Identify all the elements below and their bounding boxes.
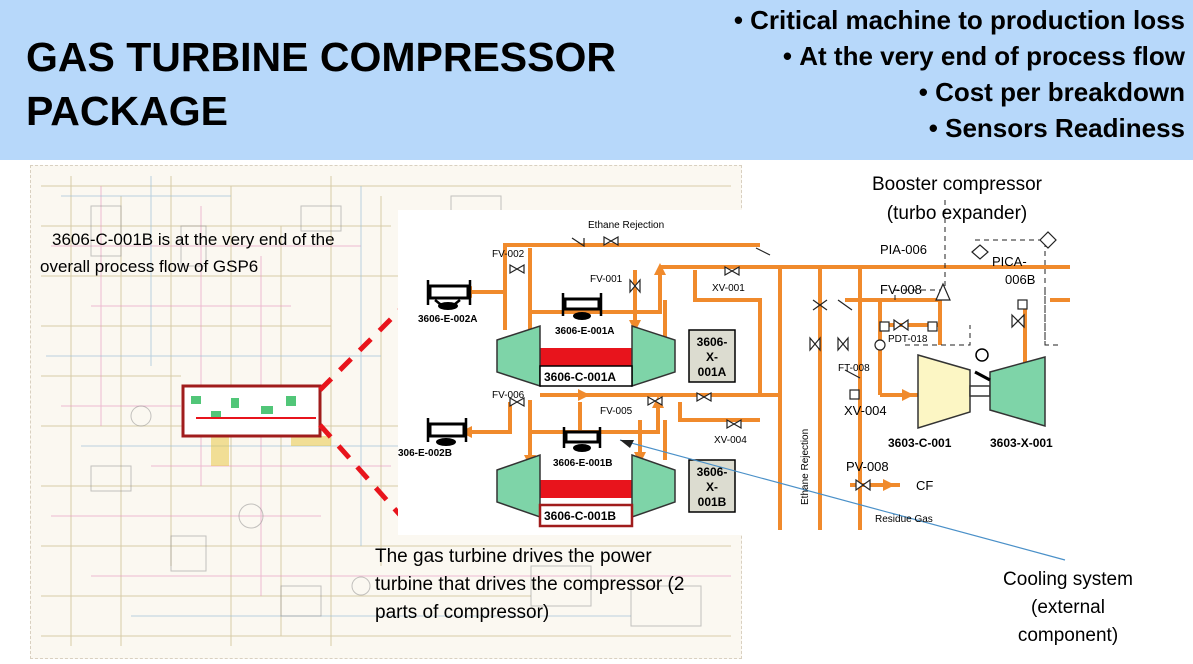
- label-e002a: 3606-E-002A: [418, 314, 477, 325]
- label-3603-x001: 3603-X-001: [990, 436, 1053, 450]
- label-cf: CF: [916, 478, 933, 493]
- key-point: At the very end of process flow: [734, 38, 1185, 74]
- header-banner: GAS TURBINE COMPRESSOR PACKAGE Critical …: [0, 0, 1193, 160]
- label-fv005: FV-005: [600, 406, 633, 417]
- label-x001b-line3: 001B: [698, 495, 727, 509]
- label-residue-gas: Residue Gas: [875, 514, 933, 525]
- label-e001a: 3606-E-001A: [555, 326, 614, 337]
- annotation-process-end-line2: overall process flow of GSP6: [40, 257, 258, 276]
- label-ethane-rejection: Ethane Rejection: [588, 220, 664, 231]
- instrument-signal-lines: [894, 200, 1060, 346]
- key-point: Critical machine to production loss: [734, 2, 1185, 38]
- annotation-cooling-line3: component): [1018, 625, 1118, 646]
- label-ethane-rejection-vertical: Ethane Rejection: [800, 429, 811, 505]
- valve-symbols: [509, 235, 1025, 492]
- cooler-e002b: [426, 418, 468, 446]
- cooling-leader-arrowhead: [620, 440, 634, 448]
- annotation-booster-line2: (turbo expander): [887, 203, 1027, 224]
- annotation-gas-turbine-line1: The gas turbine drives the power: [375, 546, 652, 567]
- cooler-e002a: [426, 280, 472, 310]
- label-fv002: FV-002: [492, 249, 525, 260]
- label-fv008: FV-008: [880, 282, 922, 297]
- annotation-gas-turbine-line2: turbine that drives the compressor (2: [375, 574, 684, 595]
- key-point: Cost per breakdown: [734, 74, 1185, 110]
- instrument-symbols: [849, 231, 1057, 400]
- page-title: GAS TURBINE COMPRESSOR PACKAGE: [26, 34, 616, 134]
- label-c001b: 3606-C-001B: [544, 509, 616, 523]
- cooling-leader-line: [619, 439, 1066, 561]
- annotation-cooling-line1: Cooling system: [1003, 569, 1133, 590]
- callout-line-lower: [318, 423, 402, 517]
- label-xv001: XV-001: [712, 283, 745, 294]
- label-pica006b-line1: PICA-: [992, 254, 1027, 269]
- check-valve-symbols: [571, 237, 861, 379]
- label-pv008: PV-008: [846, 459, 889, 474]
- cooler-e001b: [562, 427, 602, 452]
- label-pia006: PIA-006: [880, 242, 927, 257]
- label-x001a-line3: 001A: [698, 365, 727, 379]
- label-3603-c001: 3603-C-001: [888, 436, 952, 450]
- label-ft008: FT-008: [838, 363, 870, 374]
- label-fv001: FV-001: [590, 274, 623, 285]
- label-c001a: 3606-C-001A: [544, 370, 616, 384]
- overview-background-drawing: [41, 176, 731, 646]
- label-e002b: 306-E-002B: [398, 448, 452, 459]
- annotation-booster-line1: Booster compressor: [872, 174, 1043, 195]
- annotation-process-end-line1: 3606-C-001B is at the very end of the: [52, 230, 335, 249]
- compressor-train-a: [496, 324, 736, 388]
- highlighted-unit-box: [181, 384, 322, 438]
- label-pdt018: PDT-018: [888, 334, 928, 345]
- booster-compressor: [917, 348, 1046, 430]
- label-xv004: XV-004: [844, 403, 887, 418]
- label-x001b-line2: X-: [706, 480, 718, 494]
- cooler-e001a: [561, 293, 603, 320]
- label-x001a-line2: X-: [706, 350, 718, 364]
- annotation-gas-turbine-line3: parts of compressor): [375, 602, 549, 623]
- label-e001b: 3606-E-001B: [553, 458, 612, 469]
- label-xv004-upper: XV-004: [714, 435, 747, 446]
- label-pica006b-line2: 006B: [1005, 272, 1035, 287]
- process-pipes: [470, 243, 1070, 530]
- key-point: Sensors Readiness: [734, 110, 1185, 146]
- annotation-cooling-line2: (external: [1031, 597, 1105, 618]
- key-points-list: Critical machine to production loss At t…: [734, 2, 1185, 146]
- label-x001a-line1: 3606-: [697, 335, 728, 349]
- label-x001b-line1: 3606-: [697, 465, 728, 479]
- callout-line-upper: [318, 298, 412, 392]
- label-fv006: FV-006: [492, 390, 525, 401]
